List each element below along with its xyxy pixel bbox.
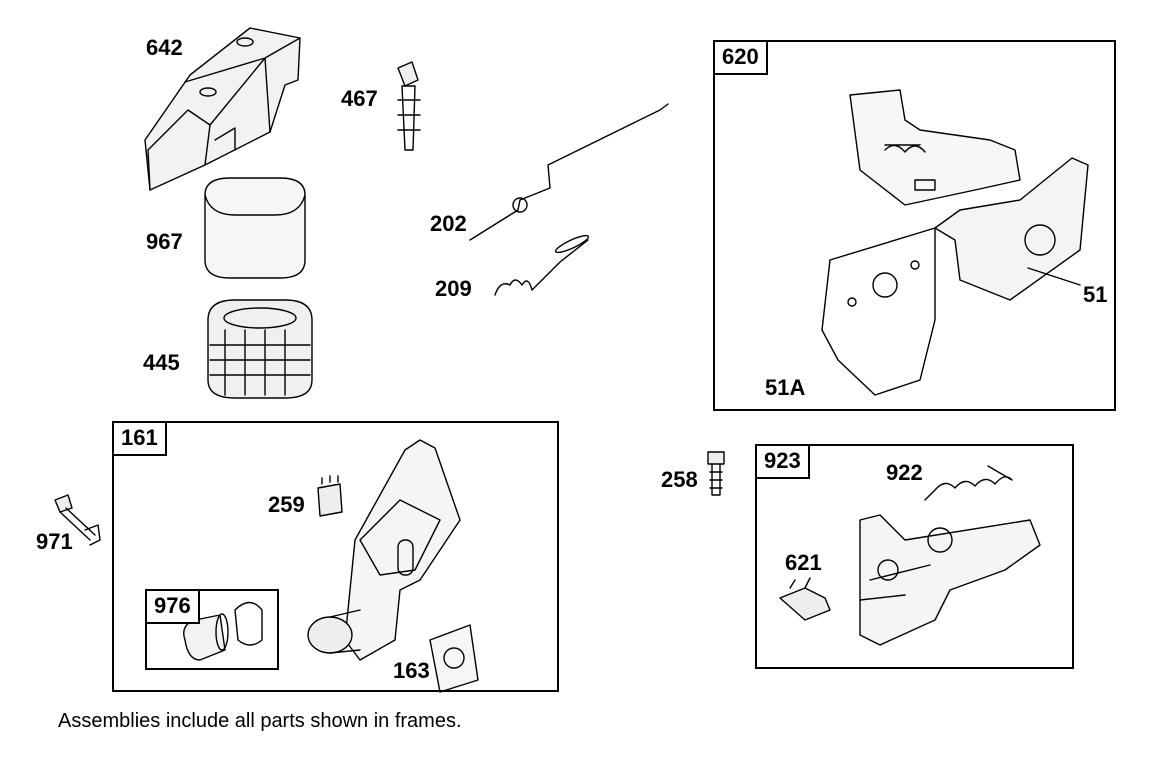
air-cleaner-cover-642: [144, 27, 301, 191]
gasket-163: [429, 624, 479, 693]
part-label-967: 967: [146, 229, 183, 254]
frame-620: 620: [713, 40, 1116, 411]
part-label-51a: 51A: [765, 375, 806, 400]
pre-cleaner-967: [204, 177, 306, 279]
air-cleaner-base-161: [307, 439, 461, 661]
spring-922: [924, 465, 1013, 501]
plug-259: [317, 475, 343, 517]
part-label-259: 259: [268, 492, 305, 517]
part-label-209: 209: [435, 276, 472, 301]
frame-976: 976: [145, 589, 279, 670]
part-label-445: 445: [143, 350, 180, 375]
frame-976-label: 976: [147, 591, 200, 624]
part-label-163: 163: [393, 658, 430, 683]
leader-51: [1027, 267, 1081, 286]
part-label-202: 202: [430, 211, 467, 236]
control-621: [779, 577, 831, 621]
screw-258: [707, 451, 725, 496]
frame-923-label: 923: [757, 446, 810, 479]
primer-467: [397, 61, 421, 151]
part-label-922: 922: [886, 460, 923, 485]
bulb-976: [183, 601, 263, 661]
spring-209: [494, 234, 590, 296]
governor-link-202: [469, 103, 669, 241]
air-filter-445: [207, 299, 313, 399]
assemblies-note: Assemblies include all parts shown in fr…: [58, 710, 462, 732]
frame-923: 923: [755, 444, 1074, 669]
part-label-467: 467: [341, 86, 378, 111]
part-label-642: 642: [146, 35, 183, 60]
frame-620-label: 620: [715, 42, 768, 75]
part-label-971: 971: [36, 529, 73, 554]
control-bracket-620: [821, 89, 1089, 396]
frame-161-label: 161: [114, 423, 167, 456]
part-label-621: 621: [785, 550, 822, 575]
part-label-258: 258: [661, 467, 698, 492]
control-plate-923: [859, 514, 1041, 646]
part-label-51: 51: [1083, 282, 1108, 307]
bolt-971: [54, 494, 101, 546]
frame-161: 161: [112, 421, 559, 692]
